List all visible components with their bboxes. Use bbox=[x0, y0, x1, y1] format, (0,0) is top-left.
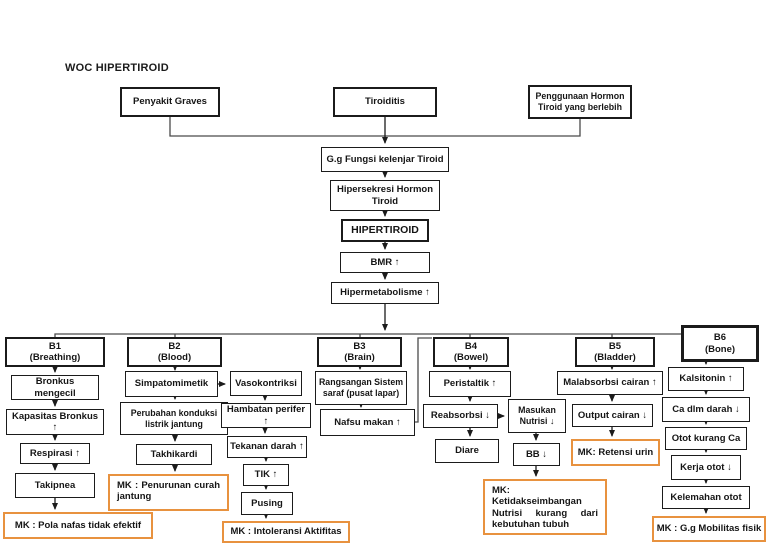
node-b1-breathing: B1 (Breathing) bbox=[5, 337, 105, 367]
node-bronkus-mengecil: Bronkus mengecil bbox=[11, 375, 99, 400]
node-masukan-nutrisi: Masukan Nutrisi ↓ bbox=[508, 399, 566, 433]
node-bmr: BMR ↑ bbox=[340, 252, 430, 273]
node-hipermetabolisme: Hipermetabolisme ↑ bbox=[331, 282, 439, 304]
node-reabsorbsi: Reabsorbsi ↓ bbox=[423, 404, 498, 428]
node-takhikardi: Takhikardi bbox=[136, 444, 212, 465]
node-hipersekresi-hormon: Hipersekresi Hormon Tiroid bbox=[330, 180, 440, 211]
node-simpatomimetik: Simpatomimetik bbox=[125, 371, 218, 397]
node-penggunaan-hormon: Penggunaan Hormon Tiroid yang berlebih bbox=[528, 85, 632, 119]
node-mk-pola-nafas: MK : Pola nafas tidak efektif bbox=[3, 512, 153, 539]
node-otot-kurang-ca: Otot kurang Ca bbox=[665, 427, 747, 450]
node-gg-fungsi-kelenjar-tiroid: G.g Fungsi kelenjar Tiroid bbox=[321, 147, 449, 172]
node-kalsitonin: Kalsitonin ↑ bbox=[668, 367, 744, 391]
node-peristaltik: Peristaltik ↑ bbox=[429, 371, 511, 397]
node-mk-retensi-urin: MK: Retensi urin bbox=[571, 439, 660, 466]
node-mk-intoleransi: MK : Intoleransi Aktifitas bbox=[222, 521, 350, 543]
node-b4-bowel: B4 (Bowel) bbox=[433, 337, 509, 367]
node-tik: TIK ↑ bbox=[243, 464, 289, 486]
node-hipertiroid: HIPERTIROID bbox=[341, 219, 429, 242]
node-bb: BB ↓ bbox=[513, 443, 560, 466]
node-pusing: Pusing bbox=[241, 492, 293, 515]
node-nafsu-makan: Nafsu makan ↑ bbox=[320, 409, 415, 436]
node-penyakit-graves: Penyakit Graves bbox=[120, 87, 220, 117]
node-output-cairan: Output cairan ↓ bbox=[572, 404, 653, 427]
node-malabsorbsi-cairan: Malabsorbsi cairan ↑ bbox=[557, 371, 663, 395]
node-kapasitas-bronkus: Kapasitas Bronkus ↑ bbox=[6, 409, 104, 435]
node-b3-brain: B3 (Brain) bbox=[317, 337, 402, 367]
node-mk-mobilitas: MK : G.g Mobilitas fisik bbox=[652, 516, 766, 542]
node-tiroiditis: Tiroiditis bbox=[333, 87, 437, 117]
node-vasokontriksi: Vasokontriksi bbox=[230, 371, 302, 396]
node-ca-dlm-darah: Ca dlm darah ↓ bbox=[662, 397, 750, 422]
node-b2-blood: B2 (Blood) bbox=[127, 337, 222, 367]
node-mk-nutrisi: MK: Ketidakseimbangan Nutrisi kurang dar… bbox=[483, 479, 607, 535]
node-mk-penurunan-curah: MK : Penurunan curah jantung bbox=[108, 474, 229, 511]
diagram-title: WOC HIPERTIROID bbox=[65, 62, 169, 74]
node-kelemahan-otot: Kelemahan otot bbox=[662, 486, 750, 509]
node-b5-bladder: B5 (Bladder) bbox=[575, 337, 655, 367]
node-b6-bone: B6 (Bone) bbox=[681, 325, 759, 362]
node-rangsangan-saraf: Rangsangan Sistem saraf (pusat lapar) bbox=[315, 371, 407, 405]
node-respirasi: Respirasi ↑ bbox=[20, 443, 90, 464]
node-diare: Diare bbox=[435, 439, 499, 463]
node-tekanan-darah: Tekanan darah ↑ bbox=[227, 436, 307, 458]
node-hambatan-perifer: Hambatan perifer ↑ bbox=[221, 403, 311, 428]
node-perubahan-konduksi: Perubahan konduksi listrik jantung bbox=[120, 402, 228, 435]
node-takipnea: Takipnea bbox=[15, 473, 95, 498]
node-kerja-otot: Kerja otot ↓ bbox=[671, 455, 741, 480]
